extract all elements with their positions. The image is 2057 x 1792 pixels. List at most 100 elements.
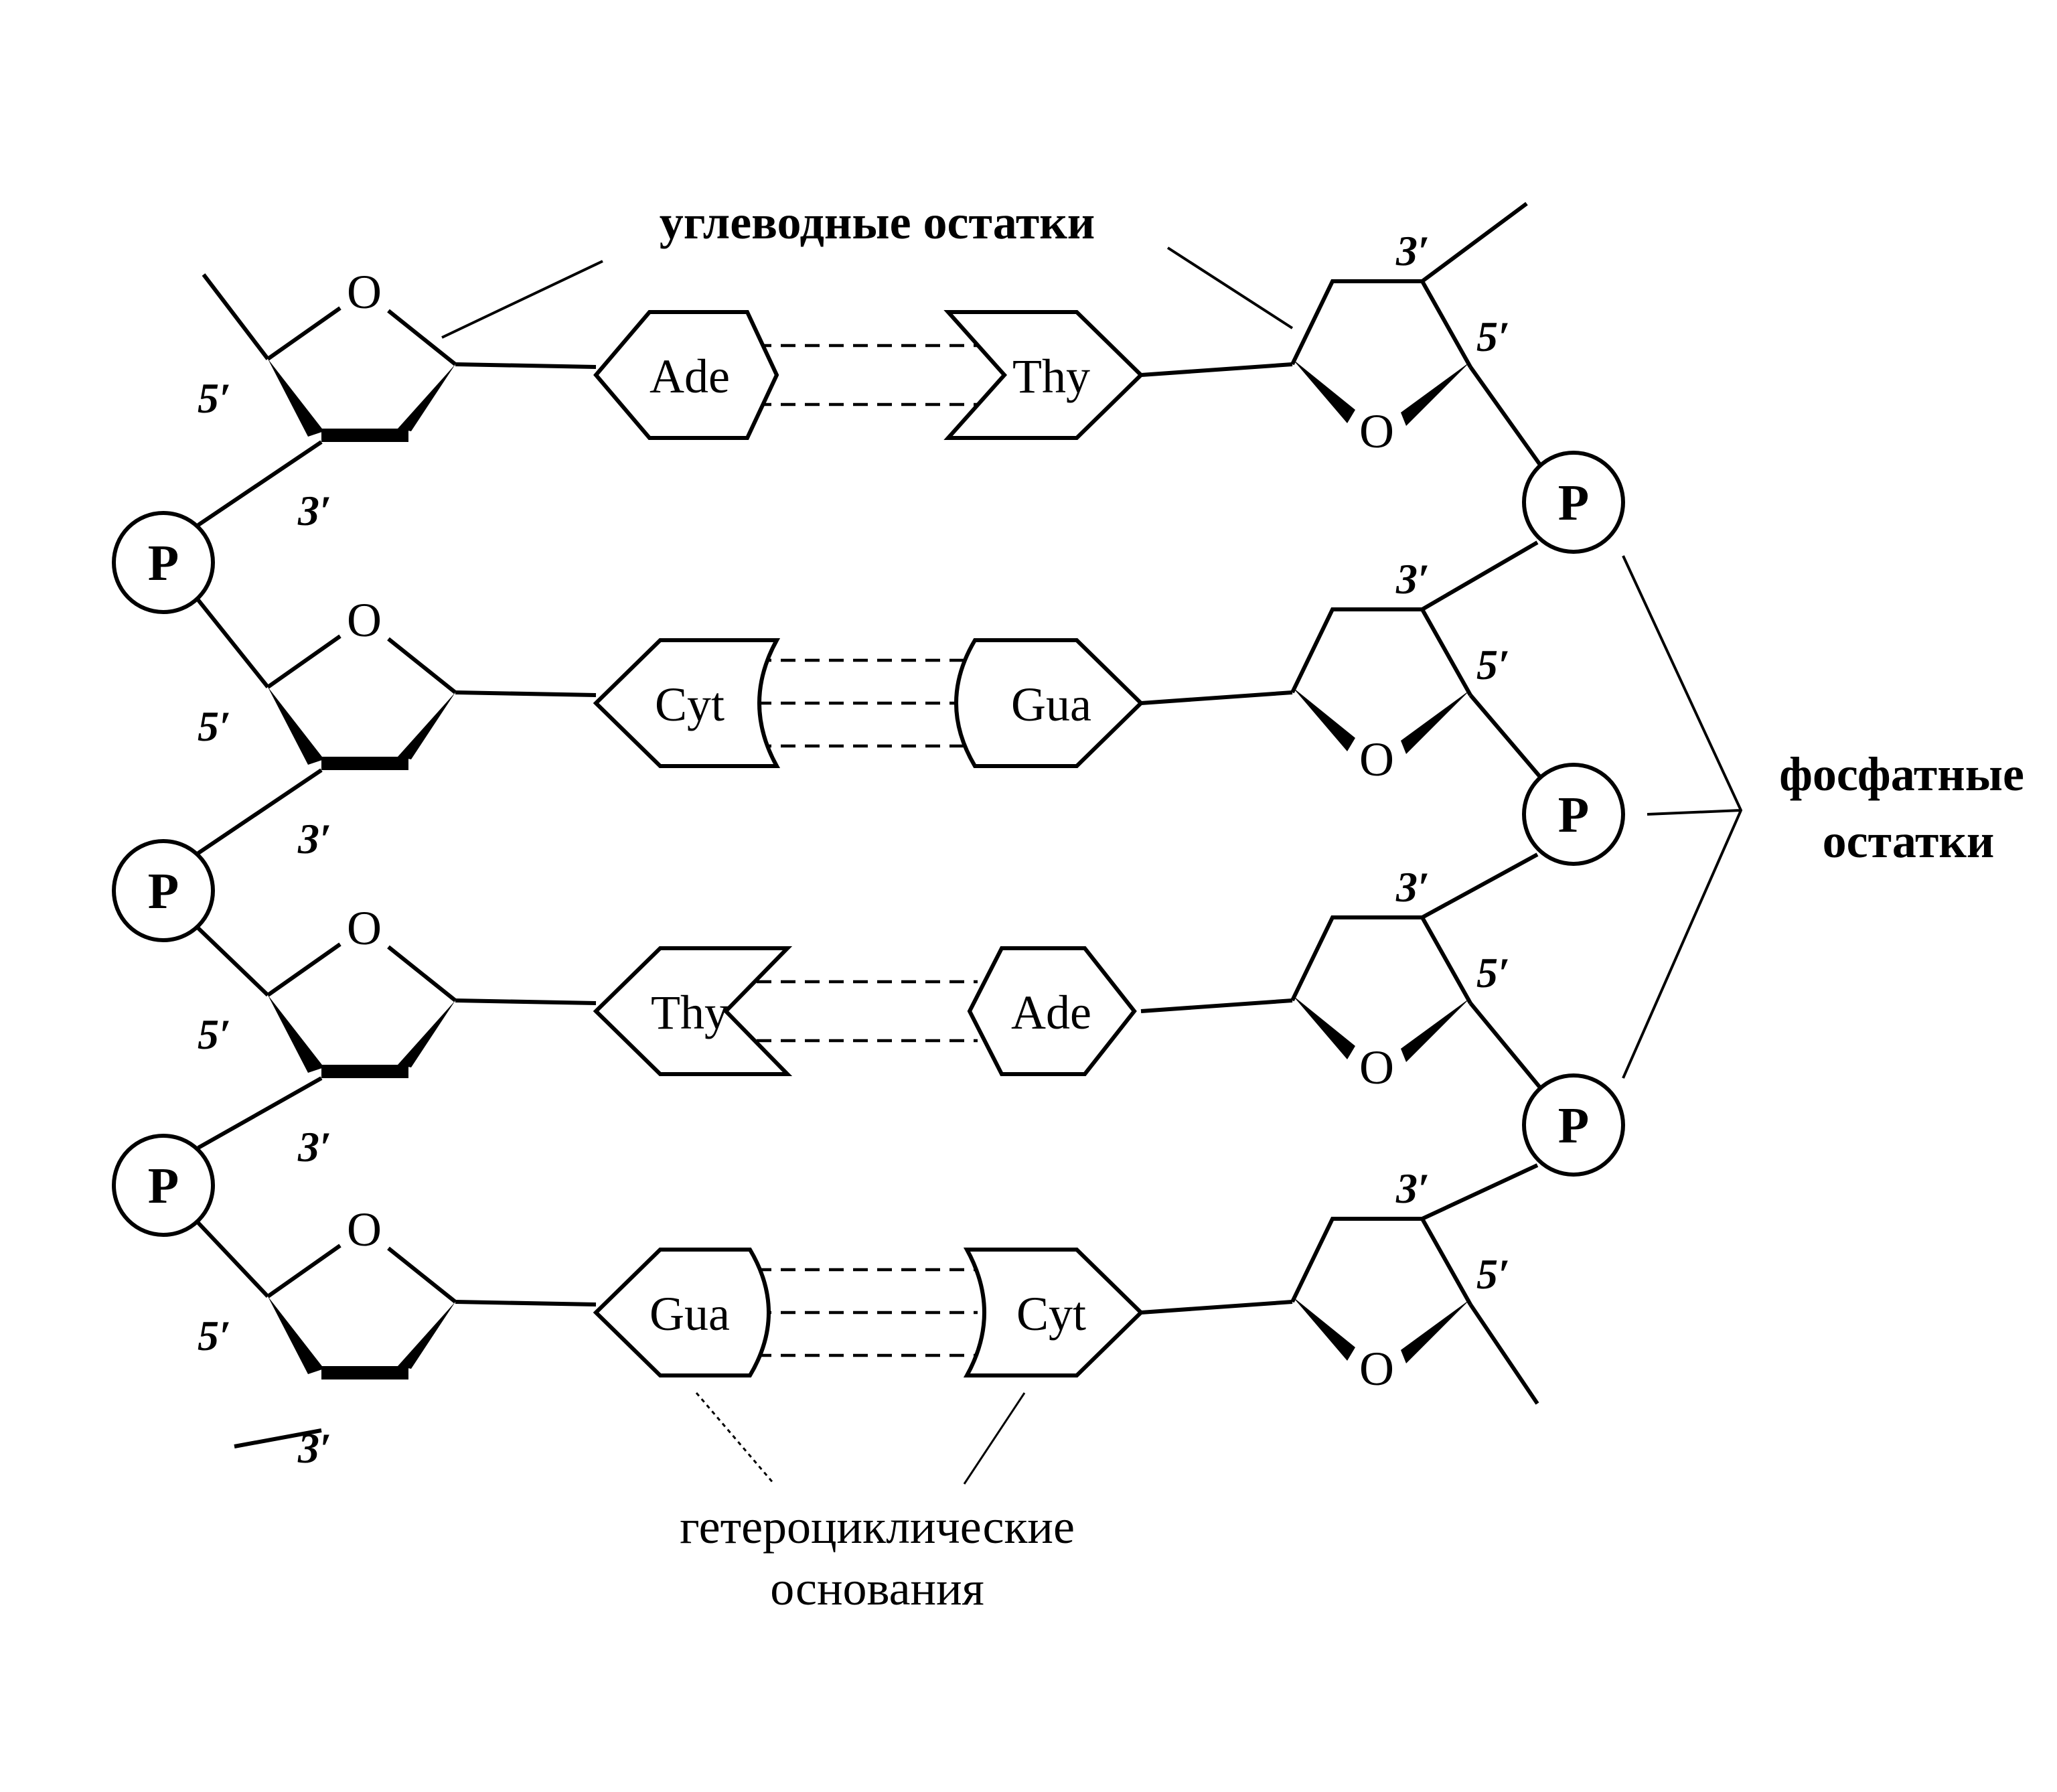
prime-5-label: 5′ <box>198 374 231 422</box>
wedge-bond <box>398 1302 455 1369</box>
ring-oxygen-label: O <box>347 265 382 319</box>
ring-bond <box>387 309 457 366</box>
phosphate-label: P <box>1558 787 1589 843</box>
ring-bond <box>1290 1217 1472 1306</box>
phosphate-residues-label-line2: остатки <box>1823 814 1995 868</box>
sugar-residues-label: углеводные остатки <box>660 196 1095 249</box>
ring-bond <box>1290 279 1472 368</box>
left-strand: O5′3′O5′3′O5′3′O5′3′PPP <box>112 265 597 1472</box>
ring-bond <box>387 1246 457 1304</box>
strand-end-bond <box>1468 1303 1539 1405</box>
ring-bond <box>1290 607 1472 696</box>
base-label-gua: Gua <box>1011 678 1091 731</box>
prime-5-label: 5′ <box>1476 641 1510 688</box>
ring-bond <box>266 634 341 689</box>
phosphodiester-bond <box>1421 540 1539 611</box>
wedge-bond <box>268 359 324 437</box>
bold-bond <box>321 1065 408 1078</box>
base-label-cyt: Cyt <box>1016 1287 1086 1341</box>
wedge-bond <box>1292 995 1355 1059</box>
base-gua-shape <box>954 638 1144 768</box>
base-thy-shape <box>943 310 1144 440</box>
base-ade-shape <box>593 310 779 440</box>
bases-pointer-right <box>963 1392 1026 1485</box>
base-pair-1: Ade Thy <box>593 310 1144 440</box>
wedge-bond <box>1292 687 1355 751</box>
strand-end-bond <box>202 273 270 360</box>
base-label-ade: Ade <box>1011 986 1091 1039</box>
bold-bond <box>321 429 408 442</box>
ring-oxygen-label: O <box>1359 733 1394 786</box>
phosphodiester-bond <box>1468 694 1542 778</box>
glycosidic-bond <box>455 1300 597 1306</box>
ring-bond <box>266 942 341 997</box>
prime-3-label: 3′ <box>297 1123 331 1171</box>
phosphodiester-bond <box>197 768 323 855</box>
prime-5-label: 5′ <box>1476 313 1510 360</box>
phosphodiester-bond <box>1421 1163 1539 1221</box>
phosphate-residues-label-line1: фосфатные <box>1779 747 2024 801</box>
phosphate-circle <box>112 1134 215 1237</box>
ring-oxygen-label: O <box>1359 1342 1394 1396</box>
ring-oxygen-label: O <box>347 593 382 647</box>
prime-3-label: 3′ <box>1395 863 1430 911</box>
prime-3-label: 3′ <box>1395 1165 1430 1212</box>
wedge-bond <box>1401 690 1470 754</box>
base-thy-shape <box>593 946 793 1076</box>
base-pair-4: Gua Cyt <box>593 1248 1144 1377</box>
prime-5-label: 5′ <box>198 1011 231 1058</box>
wedge-bond <box>1292 359 1355 423</box>
prime-5-label: 5′ <box>198 1312 231 1359</box>
base-cyt-shape <box>593 638 781 768</box>
ring-bond <box>266 1244 341 1298</box>
glycosidic-bond <box>1140 690 1293 705</box>
bases-label-line1: гетероциклические <box>680 1500 1075 1554</box>
base-pair-2: Cyt Gua <box>593 638 1144 768</box>
phosphodiester-bond <box>1468 1002 1542 1089</box>
sugar-phosphate-backbone: O5′3′O5′3′O5′3′O5′3′PPPO3′5′O3′5′O3′5′O3… <box>112 202 1625 1472</box>
wedge-bond <box>1401 998 1470 1062</box>
phosphodiester-bond <box>1468 366 1542 466</box>
glycosidic-bond <box>1140 1300 1293 1315</box>
ring-oxygen-label: O <box>1359 404 1394 458</box>
wedge-bond <box>398 1000 455 1067</box>
glycosidic-bond <box>455 362 597 369</box>
ring-oxygen-label: O <box>347 1203 382 1256</box>
prime-3-label: 3′ <box>297 815 331 863</box>
base-label-gua: Gua <box>650 1287 730 1341</box>
phosphate-label: P <box>1558 1098 1589 1154</box>
wedge-bond <box>1292 1296 1355 1361</box>
base-label-thy: Thy <box>1012 350 1090 403</box>
glycosidic-bond <box>455 690 597 697</box>
phosphate-circle <box>1522 1073 1625 1177</box>
strand-end-bond <box>234 1428 322 1448</box>
phosphodiester-bond <box>196 1221 270 1298</box>
phosphate-label: P <box>1558 475 1589 531</box>
base-cyt-shape <box>963 1248 1144 1377</box>
glycosidic-bond <box>1140 362 1293 377</box>
right-strand: O3′5′O3′5′O3′5′O3′5′PPP <box>1140 202 1625 1405</box>
ring-bond <box>387 945 457 1002</box>
sugar-pointer-right <box>1166 246 1294 329</box>
prime-5-label: 5′ <box>1476 1250 1510 1298</box>
phosphodiester-bond <box>197 1076 323 1150</box>
glycosidic-bond <box>455 998 597 1005</box>
phosphodiester-bond <box>1421 852 1539 919</box>
bold-bond <box>321 757 408 770</box>
base-ade-shape <box>967 946 1137 1076</box>
prime-5-label: 5′ <box>198 702 231 750</box>
base-label-cyt: Cyt <box>655 678 725 731</box>
wedge-bond <box>1401 1299 1470 1363</box>
phosphate-label: P <box>148 1158 179 1214</box>
sugar-pointer-left <box>441 260 603 339</box>
prime-5-label: 5′ <box>1476 949 1510 996</box>
prime-3-label: 3′ <box>1395 555 1430 603</box>
base-gua-shape <box>593 1248 771 1377</box>
bold-bond <box>321 1366 408 1379</box>
phosphate-bracket <box>1622 555 1743 1079</box>
ring-bond <box>266 306 341 361</box>
base-label-ade: Ade <box>650 350 730 403</box>
